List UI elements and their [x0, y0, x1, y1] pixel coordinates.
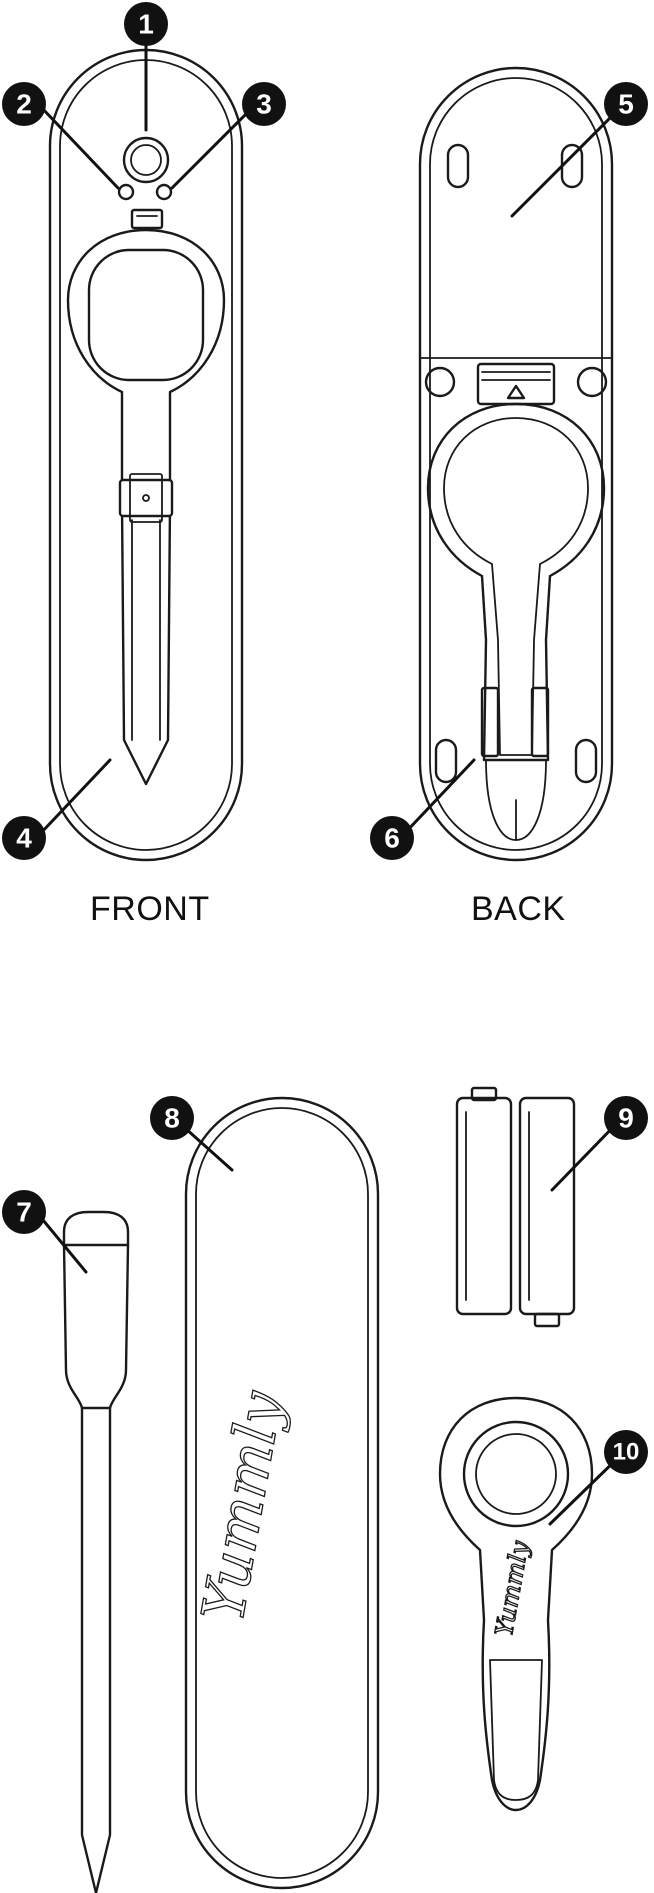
opener-tool: Yummly — [438, 1396, 594, 1812]
svg-text:5: 5 — [618, 89, 634, 120]
callout-badge-5: 5 — [604, 82, 648, 126]
indicator-light-right — [155, 183, 173, 201]
leader-6 — [402, 758, 476, 836]
callout-badge-1: 1 — [124, 2, 168, 46]
leader-5 — [510, 104, 624, 218]
front-probe-window — [87, 248, 205, 382]
svg-text:10: 10 — [613, 1439, 640, 1466]
leader-9 — [550, 1118, 622, 1192]
meat-probe — [62, 1210, 130, 1893]
opener-grip-recess — [489, 1659, 543, 1801]
front-view — [48, 48, 244, 862]
svg-text:1: 1 — [138, 9, 154, 40]
leader-3 — [170, 104, 256, 190]
battery-right-terminal — [533, 1312, 561, 1328]
callout-badge-10: 10 — [604, 1430, 648, 1474]
front-view-label: FRONT — [90, 890, 210, 928]
callout-badge-7: 7 — [2, 1190, 46, 1234]
probe-cap — [62, 1210, 130, 1247]
svg-text:7: 7 — [16, 1197, 32, 1228]
batteries — [455, 1086, 576, 1328]
back-grip-right — [530, 686, 550, 758]
leader-lines — [36, 38, 624, 1526]
back-view — [418, 66, 614, 862]
case-lid-inner — [195, 1107, 369, 1879]
front-probe-recess — [66, 228, 226, 786]
back-pad-left — [424, 366, 456, 398]
callout-badge-8: 8 — [150, 1096, 194, 1140]
svg-text:8: 8 — [164, 1103, 180, 1134]
battery-left — [455, 1096, 513, 1316]
leader-2 — [38, 104, 120, 190]
power-button — [122, 136, 170, 184]
case-lid-outer — [184, 1096, 380, 1890]
indicator-light-left — [117, 183, 135, 201]
battery-left-terminal — [470, 1086, 498, 1102]
leader-7 — [36, 1212, 88, 1274]
back-probe-recess — [426, 402, 606, 762]
front-probe-clip — [118, 478, 174, 518]
opener-tool-body — [438, 1396, 594, 1812]
back-grip-left — [480, 686, 500, 758]
svg-text:2: 2 — [16, 89, 32, 120]
probe-needle — [80, 1406, 112, 1893]
back-housing-inner — [429, 77, 603, 851]
svg-text:3: 3 — [256, 89, 272, 120]
latch-arrow-icon — [506, 384, 526, 400]
back-slot-bottom-left — [434, 738, 458, 784]
back-housing-outer — [418, 66, 614, 862]
back-slot-bottom-right — [574, 738, 598, 784]
back-view-label: BACK — [471, 890, 566, 928]
front-housing-outer — [48, 48, 244, 862]
opener-ring-inner — [475, 1433, 557, 1515]
front-housing-inner — [59, 59, 233, 851]
svg-text:4: 4 — [16, 823, 32, 854]
opener-ring-outer — [462, 1420, 570, 1528]
callout-badge-6: 6 — [370, 816, 414, 860]
case-lid: Yummly — [184, 1096, 380, 1890]
callout-badge-9: 9 — [604, 1096, 648, 1140]
callout-badge-4: 4 — [2, 816, 46, 860]
front-latch — [130, 208, 164, 230]
back-slot-top-left — [446, 143, 470, 189]
svg-text:6: 6 — [384, 823, 400, 854]
probe-handle — [62, 1243, 130, 1410]
callout-badge-2: 2 — [2, 82, 46, 126]
leader-4 — [38, 758, 112, 836]
tool-brand-logo: Yummly — [490, 1538, 534, 1638]
case-brand-logo: Yummly — [189, 1385, 296, 1626]
callout-badge-3: 3 — [242, 82, 286, 126]
back-pad-right — [576, 366, 608, 398]
back-slot-top-right — [560, 143, 584, 189]
svg-text:9: 9 — [618, 1103, 634, 1134]
